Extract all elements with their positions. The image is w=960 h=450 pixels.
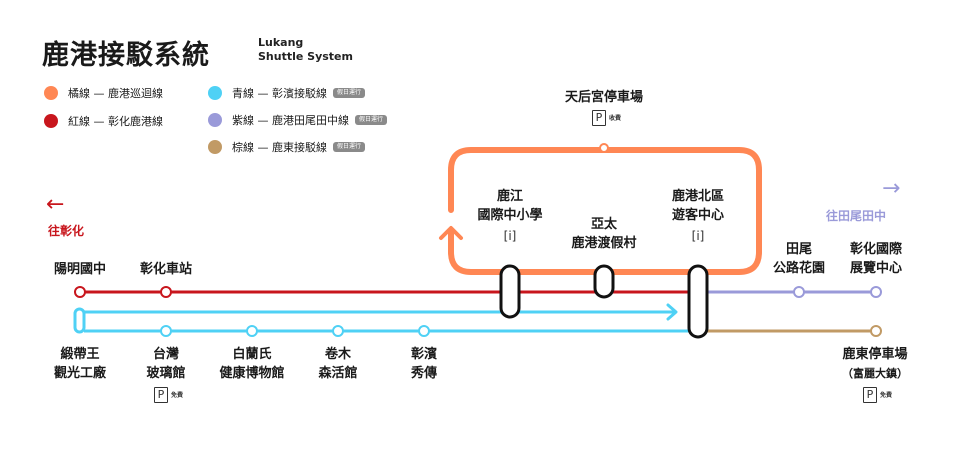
legend-item-red: 紅線 — 彰化鹿港線 <box>44 112 163 130</box>
holiday-badge: 假日運行 <box>333 142 366 152</box>
station-name-line-2: 公路花園 <box>772 261 825 276</box>
station-name-line-1: 鹿港北區 <box>671 189 724 204</box>
station-name-line-2: 鹿港渡假村 <box>571 236 637 251</box>
station-name-line-2: 健康博物館 <box>219 366 285 381</box>
cyan-direction-arrow-icon <box>666 303 678 321</box>
station-label-tianwei[interactable]: 田尾 公路花園 <box>759 240 839 278</box>
station-dot-juanmu[interactable] <box>332 325 344 337</box>
station-name: 天后宮停車場 <box>564 90 643 105</box>
subtitle-line-2: Shuttle System <box>258 50 353 63</box>
station-name-line-2: 展覽中心 <box>849 261 902 276</box>
station-label-juanmu[interactable]: 卷木 森活館 <box>296 345 380 383</box>
orange-loop-line <box>448 147 762 275</box>
legend-column-1: 橘線 — 鹿港巡迴線 紅線 — 彰化鹿港線 <box>44 84 163 130</box>
station-name-line-2: 秀傳 <box>410 366 437 381</box>
station-label-ribbon-factory[interactable]: 緞帶王 觀光工廠 <box>38 345 122 383</box>
station-name-line-1: 亞太 <box>590 217 617 232</box>
station-dot-xiuchuan[interactable] <box>418 325 430 337</box>
orange-direction-arrow-icon <box>439 226 463 240</box>
station-name-line-1: 卷木 <box>324 347 351 362</box>
station-name-line-2: 玻璃館 <box>146 366 186 381</box>
station-name: 彰化車站 <box>139 262 192 277</box>
parking-fee-note: 免費 <box>880 391 893 399</box>
station-name-line-1: 鹿江 <box>496 189 523 204</box>
direction-label-tianwei-tianzhong: 往田尾田中 <box>826 209 887 223</box>
station-name-line-1: 白蘭氏 <box>232 347 272 362</box>
info-letter: i <box>696 229 700 243</box>
parking-indicator: P 收費 <box>549 110 659 126</box>
info-icon: [i] <box>503 229 517 243</box>
station-label-expo[interactable]: 彰化國際 展覽中心 <box>836 240 916 278</box>
station-name: 陽明國中 <box>53 262 106 277</box>
subtitle-line-1: Lukang <box>258 36 304 49</box>
legend-label: 棕線 — 鹿東接駁線 <box>232 141 327 154</box>
station-dot-changhua-station[interactable] <box>160 286 172 298</box>
station-name-line-2: 國際中小學 <box>477 208 543 223</box>
station-label-ludong-parking[interactable]: 鹿東停車場 （富麗大鎮） P 免費 <box>820 345 930 403</box>
info-letter: i <box>508 229 512 243</box>
parking-fee-note: 免費 <box>171 391 184 399</box>
holiday-badge: 假日運行 <box>333 88 366 98</box>
station-name-line-1: 緞帶王 <box>60 347 100 362</box>
legend-label: 紅線 — 彰化鹿港線 <box>68 115 163 128</box>
station-name-line-1: 台灣 <box>152 347 179 362</box>
station-label-yatai[interactable]: 亞太 鹿港渡假村 <box>554 215 654 253</box>
parking-fee-note: 收費 <box>609 114 622 122</box>
station-dot-yangming[interactable] <box>74 286 86 298</box>
brown-line-dot-icon <box>208 140 222 154</box>
legend-item-cyan: 青線 — 彰濱接駁線 假日運行 <box>208 84 387 102</box>
legend-column-2: 青線 — 彰濱接駁線 假日運行 紫線 — 鹿港田尾田中線 假日運行 棕線 — 鹿… <box>208 84 388 156</box>
station-name-line-2: （富麗大鎮） <box>842 367 908 380</box>
legend-label: 橘線 — 鹿港巡迴線 <box>68 87 163 100</box>
station-name-line-2: 觀光工廠 <box>53 366 106 381</box>
legend-label: 紫線 — 鹿港田尾田中線 <box>232 114 349 127</box>
cyan-line-dot-icon <box>208 86 222 100</box>
station-dot-bailan[interactable] <box>246 325 258 337</box>
station-dot-expo[interactable] <box>870 286 882 298</box>
legend-item-brown: 棕線 — 鹿東接駁線 假日運行 <box>208 138 387 156</box>
station-dot-ludong[interactable] <box>870 325 882 337</box>
left-arrow-icon: ← <box>46 192 65 217</box>
station-name-line-1: 彰濱 <box>410 347 437 362</box>
station-label-lujiang[interactable]: 鹿江 國際中小學 [i] <box>460 187 560 246</box>
parking-indicator: P 免費 <box>124 387 208 403</box>
parking-icon: P <box>863 387 877 403</box>
station-name-line-2: 森活館 <box>318 366 358 381</box>
station-name-line-1: 彰化國際 <box>849 242 902 257</box>
red-line-dot-icon <box>44 114 58 128</box>
legend-label: 青線 — 彰濱接駁線 <box>232 87 327 100</box>
station-dot-tianhou[interactable] <box>599 143 609 153</box>
station-label-changhua-station[interactable]: 彰化車站 <box>124 260 208 279</box>
station-label-yangming[interactable]: 陽明國中 <box>38 260 122 279</box>
cyan-terminal-loop <box>73 307 86 334</box>
station-dot-glass[interactable] <box>160 325 172 337</box>
info-icon: [i] <box>691 229 705 243</box>
station-label-bailan-museum[interactable]: 白蘭氏 健康博物館 <box>202 345 302 383</box>
interchange-yatai[interactable] <box>593 264 615 299</box>
interchange-visitor-center[interactable] <box>687 264 709 339</box>
station-dot-tianwei[interactable] <box>793 286 805 298</box>
station-label-xiuchuan[interactable]: 彰濱 秀傳 <box>382 345 466 383</box>
station-name-line-2: 遊客中心 <box>671 208 724 223</box>
station-name-line-1: 鹿東停車場 <box>842 347 908 362</box>
station-label-glass-museum[interactable]: 台灣 玻璃館 P 免費 <box>124 345 208 403</box>
right-arrow-icon: → <box>882 176 901 201</box>
station-label-tianhou[interactable]: 天后宮停車場 P 收費 <box>549 88 659 126</box>
parking-indicator: P 免費 <box>820 387 930 403</box>
station-name-line-1: 田尾 <box>785 242 812 257</box>
interchange-lujiang[interactable] <box>499 264 521 319</box>
purple-line-dot-icon <box>208 113 222 127</box>
legend-item-orange: 橘線 — 鹿港巡迴線 <box>44 84 163 102</box>
parking-icon: P <box>154 387 168 403</box>
page-title: 鹿港接駁系統 <box>42 40 210 71</box>
legend-item-purple: 紫線 — 鹿港田尾田中線 假日運行 <box>208 111 388 129</box>
parking-icon: P <box>592 110 606 126</box>
orange-line-dot-icon <box>44 86 58 100</box>
page-subtitle: Lukang Shuttle System <box>258 36 353 64</box>
direction-label-changhua: 往彰化 <box>48 224 85 238</box>
holiday-badge: 假日運行 <box>355 115 388 125</box>
station-label-visitor-center[interactable]: 鹿港北區 遊客中心 [i] <box>648 187 748 246</box>
